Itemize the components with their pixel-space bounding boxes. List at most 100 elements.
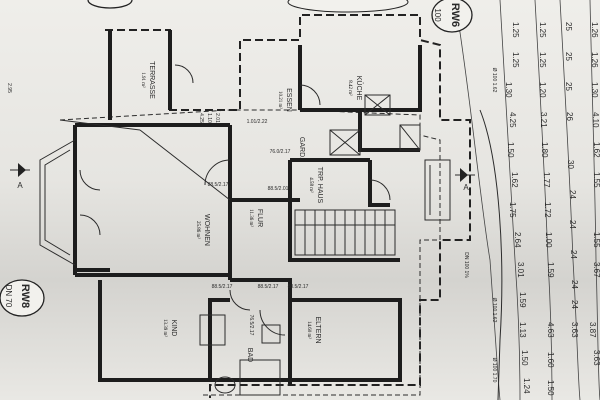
svg-text:1.20: 1.20 (538, 82, 547, 98)
svg-text:1.26: 1.26 (590, 52, 599, 68)
svg-text:25: 25 (564, 82, 573, 91)
room-label-kind: KIND 13.39 m² (162, 319, 177, 337)
svg-text:1.25: 1.25 (538, 22, 547, 38)
svg-text:KÜCHE: KÜCHE (355, 76, 363, 101)
room-label-gard: GARD. (298, 137, 305, 159)
svg-text:30: 30 (566, 160, 575, 169)
roof-diagonal (59, 119, 231, 201)
svg-text:2.64: 2.64 (513, 232, 522, 248)
svg-text:3.67: 3.67 (592, 262, 600, 278)
svg-text:ELTERN: ELTERN (314, 316, 321, 343)
svg-text:13.39 m²: 13.39 m² (162, 319, 168, 337)
level-column: 1.25 1.25 1.30 4.25 1.50 1.62 1.75 2.64 … (504, 22, 531, 394)
svg-text:1.55: 1.55 (592, 172, 600, 188)
section-label-a-right: A (463, 183, 469, 192)
svg-text:1.50: 1.50 (520, 350, 529, 366)
roof-outline (59, 109, 441, 396)
svg-text:8.42 m²: 8.42 m² (347, 80, 353, 96)
svg-text:1.50: 1.50 (546, 380, 555, 396)
svg-text:14.60 m²: 14.60 m² (306, 321, 312, 339)
svg-text:11.36 m²: 11.36 m² (248, 209, 254, 227)
svg-text:24: 24 (568, 190, 577, 199)
door-dimension: 76.5/2.17 (248, 315, 254, 336)
svg-text:25: 25 (564, 52, 573, 61)
room-label-kueche: KÜCHE 8.42 m² (347, 76, 363, 101)
svg-text:1.77: 1.77 (542, 172, 551, 188)
svg-text:1.91 m²: 1.91 m² (140, 72, 146, 88)
rw8-code: RW8 (19, 284, 31, 308)
svg-text:1.55: 1.55 (592, 232, 600, 248)
svg-text:TERRASSE: TERRASSE (148, 61, 155, 99)
svg-text:KIND: KIND (170, 320, 177, 337)
bedroom-wall (208, 278, 402, 385)
level-column: 1.25 1.25 1.20 3.21 1.80 1.77 1.72 1.00 … (538, 22, 555, 396)
svg-text:24: 24 (570, 280, 579, 289)
bath-fixtures (199, 314, 281, 396)
door-dimension: 76.0/2.17 (270, 149, 291, 155)
level-column: 25 25 25 26 30 24 24 24 24 24 3.63 3.87 (564, 22, 597, 338)
bay-window (39, 139, 76, 266)
bay-inner (44, 149, 71, 256)
svg-text:1.25: 1.25 (511, 22, 520, 38)
svg-text:1.13: 1.13 (518, 322, 527, 338)
svg-text:1.62: 1.62 (510, 172, 519, 188)
svg-text:1.00: 1.00 (544, 232, 553, 248)
svg-text:1.24: 1.24 (522, 378, 531, 394)
svg-text:GARD.: GARD. (298, 137, 305, 159)
svg-text:25: 25 (564, 22, 573, 31)
terrace-wall (108, 30, 172, 120)
svg-text:1.30: 1.30 (504, 82, 513, 98)
svg-text:25.86 m²: 25.86 m² (195, 221, 201, 239)
svg-text:3.63: 3.63 (592, 350, 600, 366)
svg-text:1.59: 1.59 (518, 292, 527, 308)
door-swing (259, 309, 286, 336)
shaft (329, 94, 421, 156)
door-swing (174, 64, 194, 84)
bubble-top-left (87, 0, 133, 9)
svg-text:1.26: 1.26 (590, 22, 599, 38)
door-swing (204, 159, 231, 186)
svg-text:1.62: 1.62 (592, 142, 600, 158)
svg-text:24: 24 (569, 250, 578, 259)
rw6-code: RW6 (449, 3, 461, 27)
door-swing (369, 179, 391, 201)
svg-text:1.59: 1.59 (546, 262, 555, 278)
terrain-contours (454, 0, 600, 400)
pipe-note: Ø 100 1.62 (491, 298, 497, 323)
svg-text:1.30: 1.30 (590, 82, 599, 98)
pipe-note: Ø 100 1.70 (491, 358, 497, 383)
section-label-a-left: A (17, 181, 23, 190)
svg-text:3.21: 3.21 (539, 112, 548, 128)
door-dimension: 88.5/2.17 (208, 182, 229, 188)
door-swing (229, 289, 251, 311)
room-label-wohnen: WOHNEN 25.86 m² (195, 214, 210, 246)
svg-text:1.50: 1.50 (506, 142, 515, 158)
svg-text:4.10: 4.10 (591, 112, 600, 128)
room-label-trp-haus: TRP. HAUS 4.58 m² (308, 167, 323, 204)
svg-text:4.58 m²: 4.58 m² (308, 177, 314, 193)
svg-text:FLUR: FLUR (256, 209, 263, 227)
edge-note: 2.95 (6, 83, 12, 93)
pipe-note: Ø 100 1.62 (491, 68, 497, 93)
window-dimension: 4.25 (198, 113, 204, 123)
window-dimension: 1.10 (206, 113, 212, 123)
drain-note: DN 100 1% (463, 252, 469, 278)
window-dimension: 2.01 (214, 113, 220, 123)
room-label-terrasse: TERRASSE 1.91 m² (140, 61, 155, 99)
room-label-essen: ESSEN 10.21 m² (277, 88, 292, 112)
svg-text:3.87: 3.87 (588, 322, 597, 338)
door-dimension: 88.5/2.17 (288, 284, 309, 290)
bubble-top (287, 0, 409, 13)
site-boundary (105, 14, 471, 398)
svg-text:1.80: 1.80 (540, 142, 549, 158)
svg-text:3.01: 3.01 (516, 262, 525, 278)
room-label-flur: FLUR 11.36 m² (248, 209, 263, 227)
rw6-bubble: RW6 100 (431, 0, 473, 33)
door-swing (299, 84, 321, 106)
exterior-wall (73, 123, 230, 382)
door-swing (79, 214, 101, 236)
svg-text:WOHNEN: WOHNEN (203, 214, 210, 246)
room-label-eltern: ELTERN 14.60 m² (306, 316, 321, 343)
door-dimension: 88.5/2.17 (212, 284, 233, 290)
